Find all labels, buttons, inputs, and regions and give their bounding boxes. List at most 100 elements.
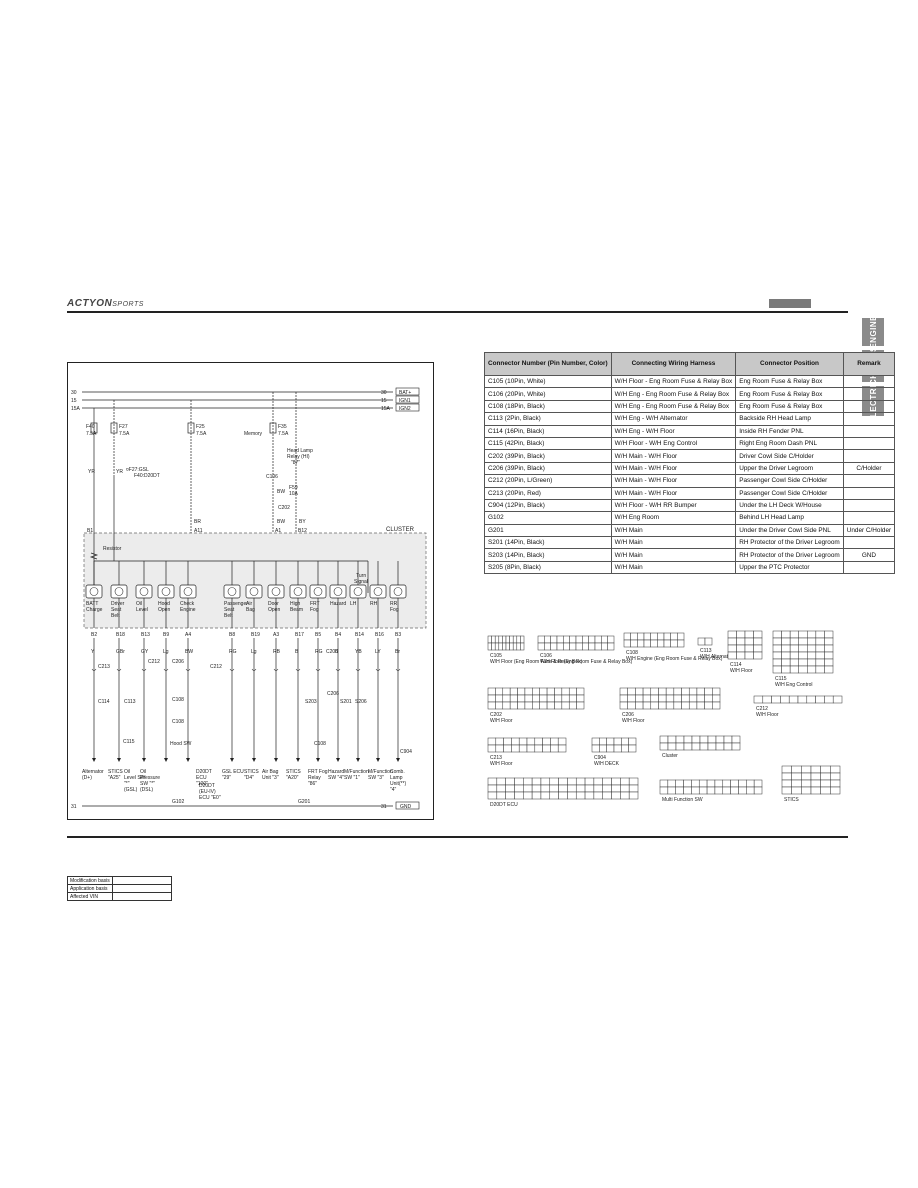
indicator-label: Hood <box>158 601 170 607</box>
connector-pin <box>807 637 817 646</box>
connector-pin <box>731 742 741 751</box>
connector-title: C206 <box>622 712 634 718</box>
connector-pin <box>496 791 506 800</box>
connector-pin <box>517 694 526 703</box>
table-cell: C202 (39Pin, Black) <box>484 449 612 463</box>
connector-pin <box>550 737 559 746</box>
connector-pin <box>691 735 701 744</box>
indicator-icon <box>353 587 363 596</box>
brand-logo: ACTYONSPORTS <box>67 298 144 309</box>
connector-pin <box>532 694 540 703</box>
connector-pin <box>546 687 555 696</box>
connector-pin <box>744 637 754 646</box>
connector-pin <box>584 777 595 786</box>
end-device-label: "A25" <box>108 775 121 781</box>
connector-pin <box>727 651 737 660</box>
connector-pin <box>824 630 834 639</box>
connector-pin <box>675 742 685 751</box>
connector-pin <box>704 637 713 646</box>
cluster-title: CLUSTER <box>386 527 415 533</box>
table-cell: Inside RH Fender PNL <box>735 424 844 438</box>
connector-pin <box>575 777 586 786</box>
end-device-label: Lamp <box>390 775 403 781</box>
connector-pin <box>512 642 518 651</box>
side-tab-engine[interactable]: ENGINE <box>862 315 884 349</box>
connector-pin <box>699 742 709 751</box>
table-cell: Under C/Holder <box>842 523 896 538</box>
end-device-label: "A20" <box>286 775 299 781</box>
indicator-label: Check <box>180 601 195 607</box>
indicator-label: Seat <box>111 607 122 613</box>
end-device-label: Level SW <box>124 775 146 781</box>
connector-pin <box>673 687 682 696</box>
connector-pin <box>635 694 644 703</box>
relay-label-3: "87" <box>291 460 300 466</box>
connector-pin <box>613 744 622 753</box>
connector-pin <box>534 744 543 753</box>
connector-subtitle: W/H DECK <box>594 761 620 767</box>
pin-label: B18 <box>116 632 125 638</box>
rail-15a-left: 15A <box>71 406 81 412</box>
connector-pin <box>815 695 825 704</box>
pin-label: B2 <box>91 632 97 638</box>
cluster-box <box>83 532 427 629</box>
connector-pin <box>824 695 834 704</box>
rail-30-right: 30 <box>381 390 387 396</box>
connector-pin <box>746 786 755 795</box>
connector-label: S206 <box>355 699 367 705</box>
connector-mark <box>116 668 122 671</box>
connector-pin <box>643 639 651 648</box>
connector-pin <box>628 777 639 786</box>
connector-pin <box>727 637 737 646</box>
connector-pin <box>801 772 812 781</box>
connector-pin <box>781 651 791 660</box>
rail-31-left: 31 <box>71 804 77 810</box>
connector-pin <box>627 694 636 703</box>
connector-pin <box>509 642 514 651</box>
connector-pin <box>487 791 498 800</box>
rail-tag-ign1: IGN1 <box>399 398 411 404</box>
connector-pin <box>807 630 817 639</box>
connector-subtitle: W/H Floor <box>490 718 513 724</box>
connector-pin <box>556 635 564 644</box>
connector-pin <box>665 701 675 710</box>
connector-pin <box>575 642 583 651</box>
connector-pin <box>494 635 500 644</box>
connector-pin <box>772 630 782 639</box>
connector-pin <box>753 630 763 639</box>
connector-pin <box>698 779 708 788</box>
pin-label: B9 <box>163 632 169 638</box>
connector-label: C212 <box>148 659 160 665</box>
table-cell <box>842 536 896 550</box>
connector-pin <box>607 635 615 644</box>
pin-b12: B12 <box>298 528 307 534</box>
connector-pin <box>798 644 808 653</box>
table-cell: S201 (14Pin, Black) <box>484 536 612 550</box>
connector-pin <box>736 644 746 653</box>
connector-pin <box>736 630 746 639</box>
table-cell: Under the LH Deck W/House <box>735 498 844 513</box>
end-device-label: SW "*" <box>140 781 155 787</box>
table-cell: Driver Cowl Side C/Holder <box>735 449 844 463</box>
connector-pin <box>704 701 713 710</box>
connector-pin <box>635 701 644 710</box>
pin-label: B14 <box>355 632 364 638</box>
connector-pin <box>503 737 512 746</box>
table-row: C108 (18Pin, Black)W/H Eng - Eng Room Fu… <box>484 399 896 414</box>
connector-pin <box>691 742 701 751</box>
table-cell: G201 <box>484 523 612 538</box>
indicator-icon <box>271 587 281 596</box>
table-cell <box>842 498 896 513</box>
connector-pin <box>520 635 525 644</box>
connector-pin <box>517 687 526 696</box>
pin-label: A3 <box>273 632 279 638</box>
connector-pin <box>516 642 521 651</box>
connector-pin <box>627 687 636 696</box>
indicator-label: Passenger <box>224 601 248 607</box>
connector-pin <box>576 687 585 696</box>
terminal-arrow <box>356 758 360 762</box>
rail-tag-ign2: IGN2 <box>399 406 411 412</box>
connector-c202: C202 <box>278 505 290 511</box>
